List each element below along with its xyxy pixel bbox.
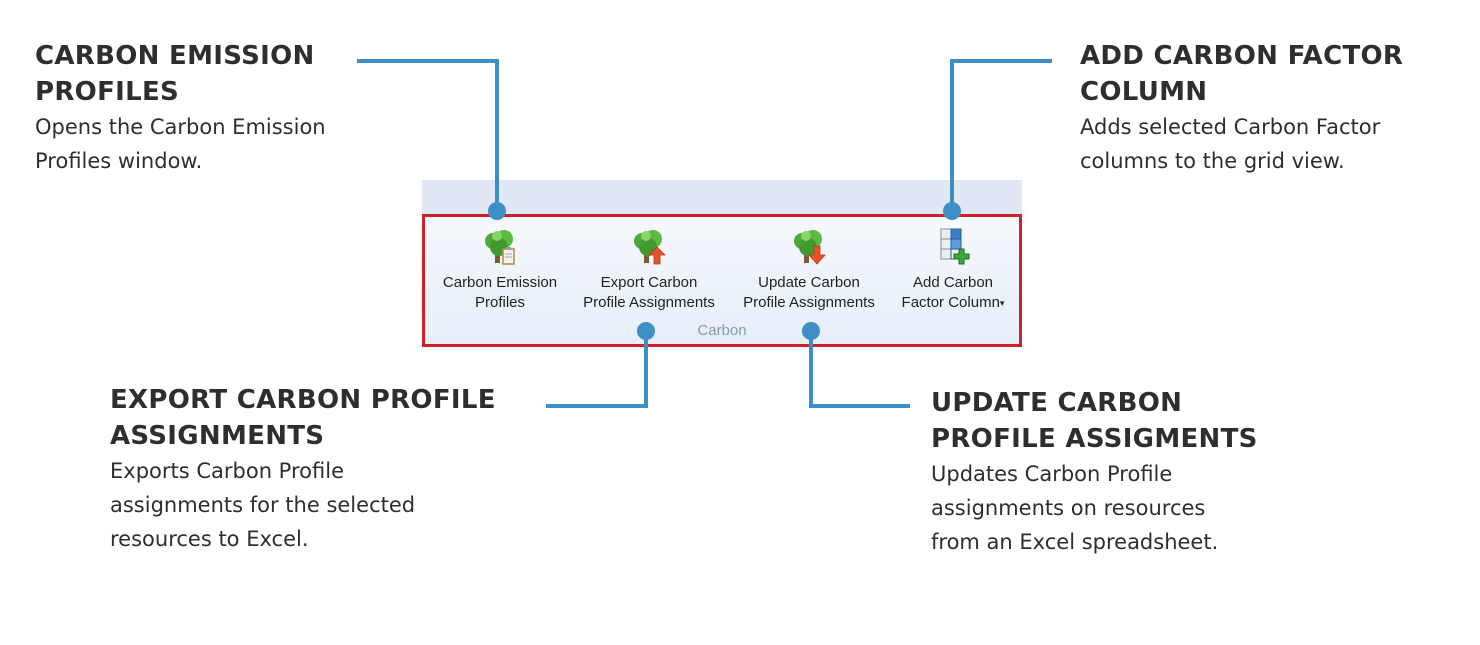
callout-title: UPDATE CARBON PROFILE ASSIGMENTS bbox=[931, 385, 1351, 457]
callout-description: Exports Carbon Profile assignments for t… bbox=[110, 454, 550, 556]
callout-description: Updates Carbon Profile assignments on re… bbox=[931, 457, 1351, 559]
desc-line: assignments for the selected bbox=[110, 493, 416, 517]
title-line: UPDATE CARBON bbox=[931, 388, 1183, 418]
desc-line: Opens the Carbon Emission bbox=[35, 115, 326, 139]
button-label: Profile Assignments bbox=[583, 294, 715, 311]
title-line: PROFILES bbox=[35, 77, 180, 107]
callout-export-carbon-profile-assignments: EXPORT CARBON PROFILE ASSIGNMENTS Export… bbox=[110, 382, 550, 556]
button-label: Update Carbon bbox=[758, 274, 860, 291]
title-line: PROFILE ASSIGMENTS bbox=[931, 424, 1258, 454]
tree-export-arrow-icon bbox=[634, 230, 666, 265]
ribbon-group-carbon: Carbon Emission Profiles Export Carbon P… bbox=[422, 214, 1022, 347]
update-carbon-profile-assignments-button[interactable]: Update Carbon Profile Assignments bbox=[731, 227, 887, 313]
title-line: EXPORT CARBON PROFILE bbox=[110, 385, 496, 415]
callout-title: CARBON EMISSION PROFILES bbox=[35, 38, 415, 110]
tree-clipboard-icon bbox=[485, 230, 515, 265]
callout-title: ADD CARBON FACTOR COLUMN bbox=[1080, 38, 1470, 110]
ribbon-group-label: Carbon bbox=[697, 322, 747, 339]
button-label: Profile Assignments bbox=[743, 294, 875, 311]
desc-line: assignments on resources bbox=[931, 496, 1206, 520]
callout-carbon-emission-profiles: CARBON EMISSION PROFILES Opens the Carbo… bbox=[35, 38, 415, 178]
title-line: ASSIGNMENTS bbox=[110, 421, 325, 451]
callout-update-carbon-profile-assignments: UPDATE CARBON PROFILE ASSIGMENTS Updates… bbox=[931, 385, 1351, 559]
export-carbon-profile-assignments-button[interactable]: Export Carbon Profile Assignments bbox=[571, 227, 727, 313]
desc-line: Profiles window. bbox=[35, 149, 203, 173]
desc-line: columns to the grid view. bbox=[1080, 149, 1345, 173]
callout-title: EXPORT CARBON PROFILE ASSIGNMENTS bbox=[110, 382, 550, 454]
desc-line: resources to Excel. bbox=[110, 527, 309, 551]
ribbon-header-strip bbox=[422, 180, 1022, 216]
desc-line: from an Excel spreadsheet. bbox=[931, 530, 1219, 554]
desc-line: Adds selected Carbon Factor bbox=[1080, 115, 1381, 139]
desc-line: Updates Carbon Profile bbox=[931, 462, 1173, 486]
callout-description: Adds selected Carbon Factor columns to t… bbox=[1080, 110, 1470, 178]
button-label: Factor Column bbox=[901, 294, 1000, 311]
grid-add-column-icon bbox=[940, 228, 970, 265]
button-label: Profiles bbox=[474, 294, 526, 311]
title-line: ADD CARBON FACTOR bbox=[1080, 41, 1404, 71]
button-label: Export Carbon bbox=[600, 274, 698, 291]
carbon-emission-profiles-button[interactable]: Carbon Emission Profiles bbox=[434, 227, 566, 313]
button-label-with-dropdown: Factor Column▾ bbox=[891, 293, 1015, 313]
title-line: CARBON EMISSION bbox=[35, 41, 315, 71]
callout-add-carbon-factor-column: ADD CARBON FACTOR COLUMN Adds selected C… bbox=[1080, 38, 1470, 178]
tree-import-arrow-icon bbox=[794, 230, 826, 265]
title-line: COLUMN bbox=[1080, 77, 1208, 107]
dropdown-arrow-icon[interactable]: ▾ bbox=[999, 298, 1005, 309]
desc-line: Exports Carbon Profile bbox=[110, 459, 344, 483]
button-label: Carbon Emission bbox=[442, 274, 558, 291]
callout-description: Opens the Carbon Emission Profiles windo… bbox=[35, 110, 415, 178]
add-carbon-factor-column-button[interactable]: Add Carbon Factor Column▾ bbox=[891, 227, 1015, 313]
button-label: Add Carbon bbox=[912, 274, 994, 291]
